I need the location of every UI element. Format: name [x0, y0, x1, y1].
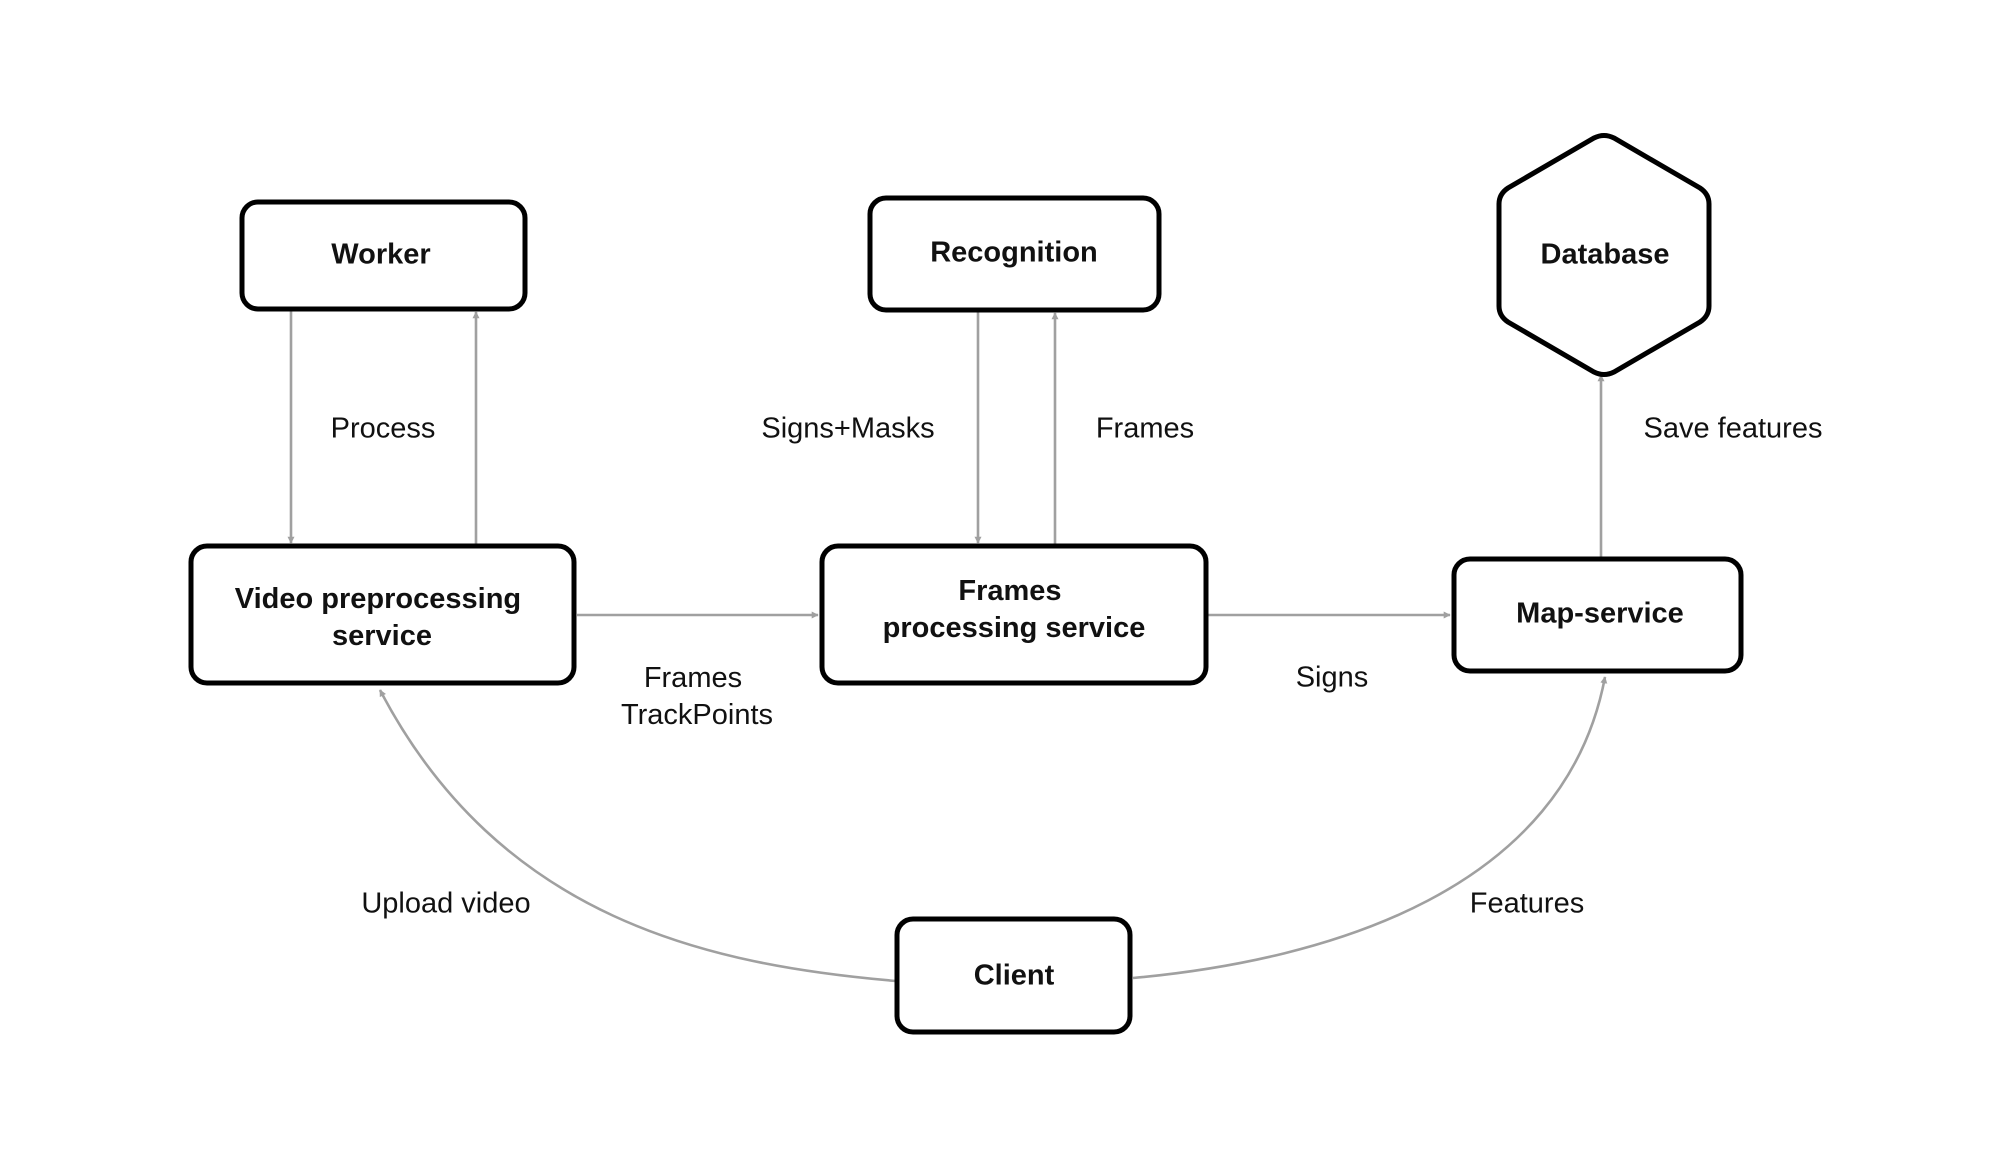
edge-labels: Process Signs+Masks Frames Save features…	[331, 413, 1823, 920]
node-worker: Worker	[239, 199, 528, 312]
label-frames-trackpoints-line-2: TrackPoints	[621, 699, 773, 731]
label-save-features: Save features	[1644, 413, 1823, 445]
node-worker-label: Worker	[331, 239, 430, 271]
node-frames-processing: Frames processing service	[819, 543, 1209, 686]
node-video-preprocessing-box	[188, 543, 577, 686]
node-database-label: Database	[1541, 239, 1670, 271]
edge-client-to-video	[378, 689, 897, 983]
node-video-preprocessing-line-2: service	[332, 620, 432, 652]
node-frames-processing-line-1: Frames	[958, 575, 1061, 607]
edges	[287, 311, 1608, 983]
label-upload-video: Upload video	[361, 888, 530, 920]
label-frames-trackpoints: Frames TrackPoints	[621, 662, 773, 731]
edge-client-to-map	[1132, 676, 1608, 980]
node-frames-processing-line-2: processing service	[883, 612, 1146, 644]
node-database-hexagon	[1496, 133, 1712, 377]
label-frames-to-recognition: Frames	[1096, 413, 1194, 445]
node-worker-box	[239, 199, 528, 312]
node-video-preprocessing: Video preprocessing service	[188, 543, 577, 686]
node-video-preprocessing-label: Video preprocessing service	[235, 583, 529, 652]
node-map-service-label: Map-service	[1516, 598, 1684, 630]
label-signs: Signs	[1296, 662, 1369, 694]
label-signs-masks: Signs+Masks	[761, 413, 934, 445]
node-recognition-label: Recognition	[930, 237, 1098, 269]
node-video-preprocessing-line-1: Video preprocessing	[235, 583, 521, 615]
label-process: Process	[331, 413, 436, 445]
node-database: Database	[1496, 133, 1712, 377]
node-map-service-box	[1451, 556, 1744, 674]
label-features: Features	[1470, 888, 1584, 920]
node-frames-processing-box	[819, 543, 1209, 686]
label-frames-trackpoints-line-1: Frames	[644, 662, 742, 694]
node-recognition: Recognition	[867, 195, 1162, 313]
node-client-box	[894, 916, 1133, 1035]
node-client-label: Client	[974, 960, 1055, 992]
node-recognition-box	[867, 195, 1162, 313]
node-map-service: Map-service	[1451, 556, 1744, 674]
nodes: Worker Recognition Database Video prepro…	[188, 133, 1744, 1035]
node-frames-processing-label: Frames processing service	[883, 575, 1146, 644]
node-client: Client	[894, 916, 1133, 1035]
